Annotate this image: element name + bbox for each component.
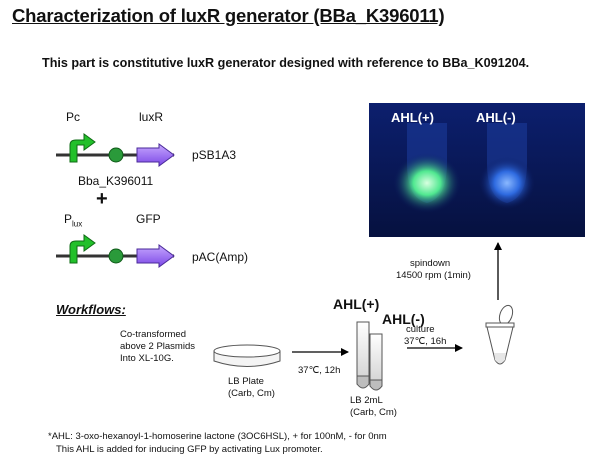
culture-label-line: 37℃, 16h bbox=[404, 336, 447, 347]
eppendorf-tube-icon bbox=[485, 304, 515, 365]
plasmid-psb1a3-label: pSB1A3 bbox=[192, 148, 237, 162]
rbs-icon bbox=[108, 147, 124, 163]
footnote: *AHL: 3-oxo-hexanoyl-1-homoserine lacton… bbox=[48, 430, 387, 456]
culture-label: culture 37℃, 16h bbox=[404, 324, 446, 348]
promoter-pc-label: Pc bbox=[66, 110, 81, 124]
tubes-label: LB 2mL (Carb, Cm) bbox=[350, 395, 397, 419]
gene-arrow-icon bbox=[136, 244, 175, 268]
gene-luxr-label: luxR bbox=[139, 110, 164, 124]
step1-text: Co-transformed above 2 Plasmids Into XL-… bbox=[120, 329, 195, 365]
arrow1-label: 37℃, 12h bbox=[298, 365, 341, 376]
spindown-label-line: 14500 rpm (1min) bbox=[396, 270, 471, 281]
promoter-plux-label: Plux bbox=[64, 212, 82, 228]
plate-label-line: LB Plate bbox=[228, 376, 264, 387]
tubes-label-line: (Carb, Cm) bbox=[350, 407, 397, 418]
fluorescence-photo: AHL(+) AHL(-) bbox=[369, 103, 585, 237]
footnote-line1: *AHL: 3-oxo-hexanoyl-1-homoserine lacton… bbox=[48, 431, 387, 442]
tubes-label-line: LB 2mL bbox=[350, 395, 383, 406]
culture-tubes-icon bbox=[356, 321, 383, 391]
step1-line: Co-transformed bbox=[120, 329, 186, 340]
photo-label-ahl-minus: AHL(-) bbox=[476, 110, 516, 125]
photo-graphic bbox=[369, 103, 585, 237]
tube-label-ahl-minus: AHL(-) bbox=[382, 311, 425, 327]
gene-gfp-label: GFP bbox=[136, 212, 161, 226]
promoter-arrow-icon bbox=[69, 133, 96, 163]
plate-label: LB Plate (Carb, Cm) bbox=[228, 376, 275, 400]
lb-plate-icon bbox=[213, 344, 281, 367]
plasmid-pac-label: pAC(Amp) bbox=[192, 250, 249, 264]
tube-label-ahl-plus: AHL(+) bbox=[333, 296, 380, 312]
plate-label-line: (Carb, Cm) bbox=[228, 388, 275, 399]
culture-label-line: culture bbox=[406, 324, 435, 335]
blue-glow bbox=[479, 157, 535, 209]
spindown-label: spindown 14500 rpm (1min) bbox=[396, 258, 471, 282]
step1-line: above 2 Plasmids bbox=[120, 341, 195, 352]
gfp-glow bbox=[393, 153, 461, 213]
spindown-label-line: spindown bbox=[410, 258, 451, 269]
photo-label-ahl-plus: AHL(+) bbox=[391, 110, 434, 125]
gene-arrow-icon bbox=[136, 143, 175, 167]
construct1-map bbox=[56, 133, 175, 167]
plus-sign: + bbox=[96, 188, 108, 210]
promoter-plux-sub: lux bbox=[72, 219, 83, 229]
footnote-line2: This AHL is added for inducing GFP by ac… bbox=[56, 444, 323, 455]
promoter-arrow-icon bbox=[69, 234, 96, 264]
rbs-icon bbox=[108, 248, 124, 264]
page-title: Characterization of luxR generator (BBa_… bbox=[12, 5, 445, 26]
page-subtitle: This part is constitutive luxR generator… bbox=[42, 56, 530, 70]
workflows-heading: Workflows: bbox=[56, 302, 126, 317]
construct2-map bbox=[56, 234, 175, 268]
promoter-plux-main: P bbox=[64, 212, 73, 226]
step1-line: Into XL-10G. bbox=[120, 353, 174, 364]
part-id-label: Bba_K396011 bbox=[78, 174, 154, 188]
